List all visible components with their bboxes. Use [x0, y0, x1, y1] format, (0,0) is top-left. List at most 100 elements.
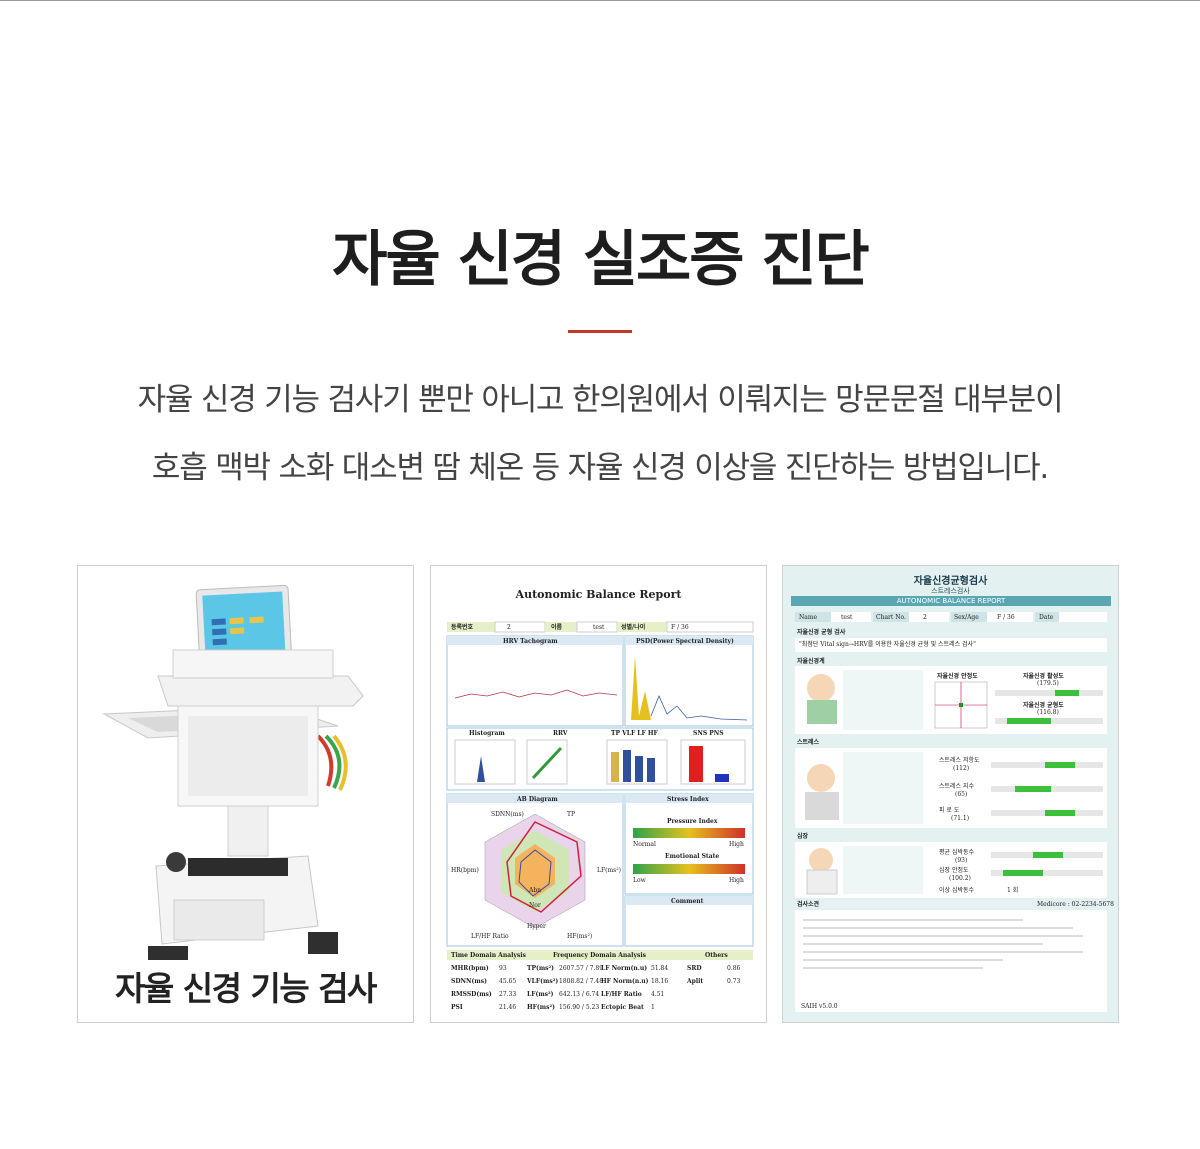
svg-text:Nor: Nor — [529, 902, 541, 909]
svg-text:Normal: Normal — [633, 841, 656, 848]
svg-text:1 회: 1 회 — [1007, 886, 1018, 894]
report-fields: 등록번호 2 이름 test 성별/나이 F / 36 — [447, 621, 754, 633]
description-line-2: 호흡 맥박 소화 대소변 땀 체온 등 자율 신경 이상을 진단하는 방법입니다… — [151, 450, 1049, 486]
svg-text:피 로 도: 피 로 도 — [939, 806, 960, 814]
svg-text:F / 36: F / 36 — [671, 624, 689, 631]
report-title: Autonomic Balance Report — [515, 588, 682, 601]
svg-text:4.51: 4.51 — [651, 991, 664, 998]
svg-text:MHR(bpm): MHR(bpm) — [451, 965, 489, 972]
svg-text:Chart No.: Chart No. — [876, 614, 906, 621]
svg-text:Medicore : 02-2234-5678: Medicore : 02-2234-5678 — [1037, 901, 1114, 908]
psd-label: PSD(Power Spectral Density) — [636, 638, 734, 645]
svg-text:등록번호: 등록번호 — [451, 623, 474, 631]
svg-text:스트레스: 스트레스 — [797, 738, 820, 746]
svg-text:이름: 이름 — [551, 623, 563, 631]
svg-text:자율신경 안정도: 자율신경 안정도 — [937, 672, 978, 680]
svg-text:HF(ms²): HF(ms²) — [567, 933, 592, 940]
svg-text:1: 1 — [651, 1004, 655, 1011]
histogram-label: Histogram — [469, 730, 505, 737]
svg-text:Aplit: Aplit — [686, 978, 703, 985]
svg-text:test: test — [841, 614, 853, 621]
title-accent-bar — [568, 330, 632, 333]
svg-text:(179.5): (179.5) — [1037, 680, 1059, 687]
svg-text:High: High — [729, 841, 744, 848]
svg-text:스트레스 저항도: 스트레스 저항도 — [939, 756, 980, 764]
svg-text:이상 심박동수: 이상 심박동수 — [939, 886, 975, 894]
svg-text:검사소견: 검사소견 — [797, 900, 820, 908]
svg-text:(116.8): (116.8) — [1037, 709, 1059, 716]
svg-text:심장 안정도: 심장 안정도 — [939, 866, 969, 874]
svg-text:LF/HF Ratio: LF/HF Ratio — [601, 991, 642, 998]
korean-report-english-title: AUTONOMIC BALANCE REPORT — [791, 596, 1111, 606]
svg-text:Others: Others — [705, 952, 728, 959]
svg-text:VLF(ms²): VLF(ms²) — [526, 978, 558, 985]
svg-text:High: High — [729, 877, 744, 884]
svg-text:Abn: Abn — [528, 887, 541, 894]
svg-text:2: 2 — [923, 614, 927, 621]
svg-text:1808.82 / 7.48: 1808.82 / 7.48 — [559, 978, 603, 985]
sns-pns-label: SNS PNS — [693, 730, 724, 737]
svg-text:(93): (93) — [955, 857, 967, 864]
svg-text:PSI: PSI — [451, 1004, 463, 1011]
svg-text:0.86: 0.86 — [727, 965, 741, 972]
top-divider — [0, 0, 1200, 1]
svg-text:2607.57 / 7.89: 2607.57 / 7.89 — [559, 965, 603, 972]
device-panel: 자율 신경 기능 검사 — [77, 565, 414, 1023]
svg-text:0.73: 0.73 — [727, 978, 741, 985]
svg-text:자율신경 활성도: 자율신경 활성도 — [1023, 672, 1064, 680]
svg-text:Emotional State: Emotional State — [665, 853, 719, 860]
svg-text:2: 2 — [507, 624, 511, 631]
svg-text:Date: Date — [1039, 614, 1054, 621]
page-title: 자율 신경 실조증 진단 — [332, 225, 869, 295]
svg-text:자율신경계: 자율신경계 — [797, 657, 825, 665]
svg-text:21.46: 21.46 — [499, 1004, 516, 1011]
svg-text:SRD: SRD — [687, 965, 702, 972]
svg-text:스트레스 지수: 스트레스 지수 — [939, 782, 975, 790]
svg-text:156.90 / 5.23: 156.90 / 5.23 — [559, 1004, 599, 1011]
svg-text:RMSSD(ms): RMSSD(ms) — [451, 991, 492, 998]
tachogram-label: HRV Tachogram — [503, 638, 558, 645]
svg-text:TP(ms²): TP(ms²) — [527, 965, 554, 972]
svg-text:Low: Low — [633, 877, 647, 884]
svg-text:(71.1): (71.1) — [951, 815, 969, 822]
svg-text:Frequency Domain Analysis: Frequency Domain Analysis — [553, 952, 647, 959]
report-panel: Autonomic Balance Report 등록번호 2 이름 test … — [430, 565, 767, 1023]
svg-text:SAIH v5.0.0: SAIH v5.0.0 — [801, 1003, 838, 1010]
device-caption: 자율 신경 기능 검사 — [115, 969, 377, 1008]
report-illustration: 등록번호 2 이름 test 성별/나이 F / 36 HRV Tachogra… — [446, 621, 754, 1011]
svg-text:자율신경 균형 검사: 자율신경 균형 검사 — [797, 628, 846, 636]
device-illustration — [102, 584, 364, 960]
tp-row-label: TP VLF LF HF — [611, 730, 659, 737]
korean-report-subtitle: 스트레스검사 — [931, 587, 970, 595]
stress-index-label: Stress Index — [667, 796, 709, 803]
svg-text:F / 36: F / 36 — [997, 614, 1015, 621]
ab-diagram-label: AB Diagram — [516, 796, 558, 803]
svg-text:평균 심박동수: 평균 심박동수 — [939, 848, 975, 856]
svg-text:LF(ms²): LF(ms²) — [597, 867, 621, 874]
rrv-label: RRV — [553, 730, 568, 737]
svg-text:51.84: 51.84 — [651, 965, 668, 972]
svg-text:심장: 심장 — [797, 832, 809, 840]
svg-text:Pressure Index: Pressure Index — [667, 818, 718, 825]
svg-text:45.65: 45.65 — [499, 978, 516, 985]
svg-text:LF/HF Ratio: LF/HF Ratio — [471, 933, 509, 940]
svg-text:"최첨단 Vital sign→HRV를 이용한 자율신경: "최첨단 Vital sign→HRV를 이용한 자율신경 균형 및 스트레스 … — [799, 640, 976, 648]
svg-text:TP: TP — [567, 811, 575, 818]
svg-text:(112): (112) — [953, 765, 969, 772]
svg-text:(100.2): (100.2) — [949, 875, 971, 882]
svg-text:18.16: 18.16 — [651, 978, 668, 985]
svg-text:Sex/Age: Sex/Age — [954, 614, 979, 621]
report-table: Time Domain Analysis Frequency Domain An… — [447, 950, 753, 1011]
svg-text:성별/나이: 성별/나이 — [621, 623, 645, 631]
svg-text:LF Norm(n.u): LF Norm(n.u) — [601, 965, 647, 972]
svg-text:Hyper: Hyper — [527, 923, 546, 930]
svg-text:HF(ms²): HF(ms²) — [527, 1004, 555, 1011]
svg-text:HF Norm(n.u): HF Norm(n.u) — [601, 978, 649, 985]
svg-text:LF(ms²): LF(ms²) — [527, 991, 554, 998]
svg-text:Ectopic Beat: Ectopic Beat — [601, 1004, 644, 1011]
description-line-1: 자율 신경 기능 검사기 뿐만 아니고 한의원에서 이뤄지는 망문문절 대부분이 — [137, 382, 1064, 418]
svg-text:SDNN(ms): SDNN(ms) — [491, 811, 524, 818]
korean-report-title: 자율신경균형검사 — [913, 576, 988, 587]
svg-text:자율신경 균형도: 자율신경 균형도 — [1023, 701, 1064, 709]
svg-text:642.13 / 6.74: 642.13 / 6.74 — [559, 991, 599, 998]
